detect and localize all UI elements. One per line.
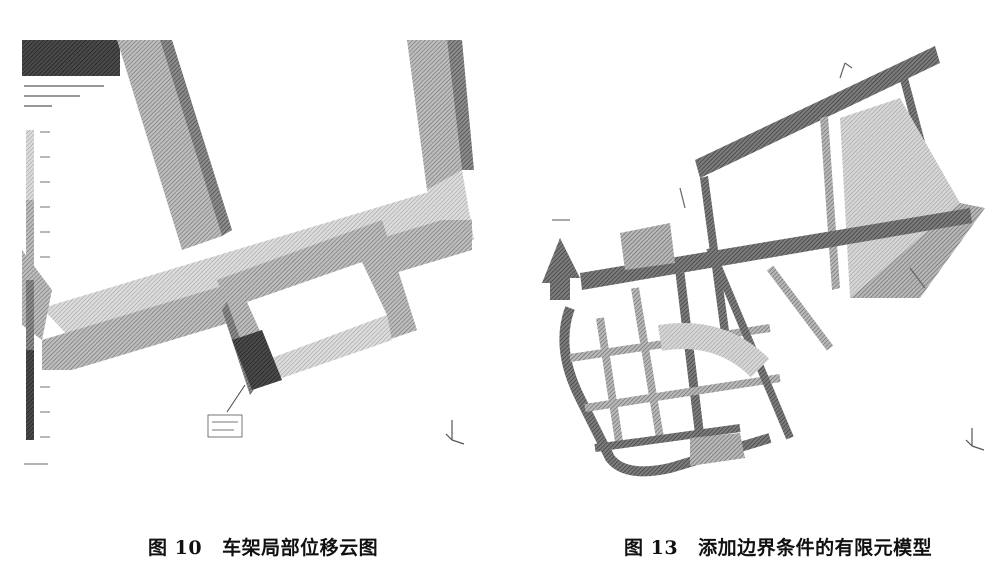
figure-13-label: 图 13 — [624, 537, 679, 559]
frame-top-rail — [695, 46, 940, 178]
rear-shell — [840, 98, 960, 298]
figure-10-label: 图 10 — [148, 537, 203, 559]
front-cage-loop — [559, 306, 772, 477]
frame-beam-upper-left — [117, 40, 222, 250]
axis-triad-icon — [965, 428, 985, 451]
figure-10-image — [22, 40, 480, 478]
boundary-condition-arrow-icon — [542, 238, 580, 300]
axis-triad-icon — [445, 420, 465, 445]
figure-10-caption: 图 10 车架局部位移云图 — [148, 533, 378, 560]
contour-legend — [24, 130, 50, 465]
contour-dark-corner — [22, 40, 120, 76]
probe-label-box — [207, 414, 243, 438]
frame-side-rail — [580, 208, 972, 290]
frame-beam-upper-right — [407, 40, 462, 190]
contour-max-region — [232, 330, 282, 390]
constraint-markers — [679, 62, 926, 289]
figure-13-caption: 图 13 添加边界条件的有限元模型 — [624, 533, 932, 560]
figure-10-title: 车架局部位移云图 — [222, 537, 379, 559]
figure-13-image — [540, 38, 1000, 483]
frame-main-beam-top — [42, 188, 472, 340]
figure-13-title: 添加边界条件的有限元模型 — [698, 537, 933, 559]
result-header-text — [24, 85, 104, 107]
